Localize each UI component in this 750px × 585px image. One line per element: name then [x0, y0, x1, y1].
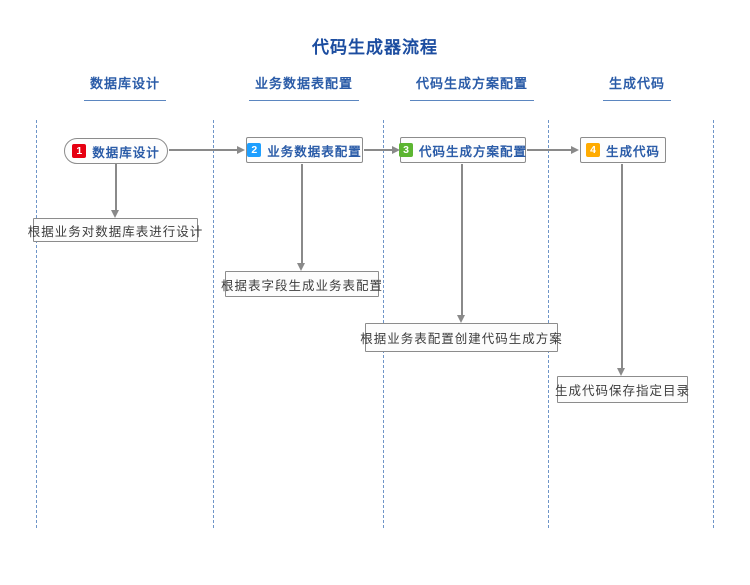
step-4-badge: 4 [585, 143, 600, 157]
step-2-badge: 2 [247, 143, 262, 157]
node-label: 生成代码 [605, 144, 660, 159]
arrowhead-down-icon [297, 263, 305, 271]
desc-box-database-design: 根据业务对数据库表进行设计 [28, 218, 202, 242]
node-label: 代码生成方案配置 [419, 144, 528, 159]
connector-node1-to-node2 [169, 149, 237, 151]
connector-node2-to-node3 [364, 149, 393, 151]
arrowhead-down-icon [111, 210, 119, 218]
node-label: 数据库设计 [92, 145, 160, 160]
arrowhead-right-icon [392, 146, 400, 154]
node-label: 业务数据表配置 [267, 144, 362, 159]
connector-node2-to-desc2 [301, 164, 303, 263]
swimlane-divider [213, 120, 214, 528]
lane-header-codegen-scheme-config: 代码生成方案配置 [409, 73, 535, 101]
desc-box-codegen-scheme-config: 根据业务表配置创建代码生成方案 [360, 323, 562, 352]
swimlane-divider [713, 120, 714, 528]
node-codegen-scheme-config: 3 代码生成方案配置 [399, 137, 528, 163]
desc-box-generate-code: 生成代码保存指定目录 [555, 376, 689, 403]
node-business-table-config: 2 业务数据表配置 [246, 137, 363, 163]
lane-header-database-design: 数据库设计 [83, 73, 167, 101]
desc-box-business-table-config: 根据表字段生成业务表配置 [221, 271, 382, 297]
arrowhead-down-icon [457, 315, 465, 323]
connector-node4-to-desc4 [621, 164, 623, 368]
arrowhead-down-icon [617, 368, 625, 376]
swimlane-divider [36, 120, 37, 528]
node-database-design: 1 数据库设计 [64, 138, 168, 164]
arrowhead-right-icon [237, 146, 245, 154]
arrowhead-right-icon [571, 146, 579, 154]
connector-node3-to-node4 [527, 149, 572, 151]
lane-header-business-table-config: 业务数据表配置 [248, 73, 360, 101]
connector-node3-to-desc3 [461, 164, 463, 315]
lane-header-generate-code: 生成代码 [602, 73, 672, 101]
step-3-badge: 3 [399, 143, 413, 157]
step-1-badge: 1 [72, 144, 87, 158]
page-title: 代码生成器流程 [312, 38, 438, 57]
connector-node1-to-desc1 [115, 164, 117, 210]
node-generate-code: 4 生成代码 [580, 137, 666, 163]
